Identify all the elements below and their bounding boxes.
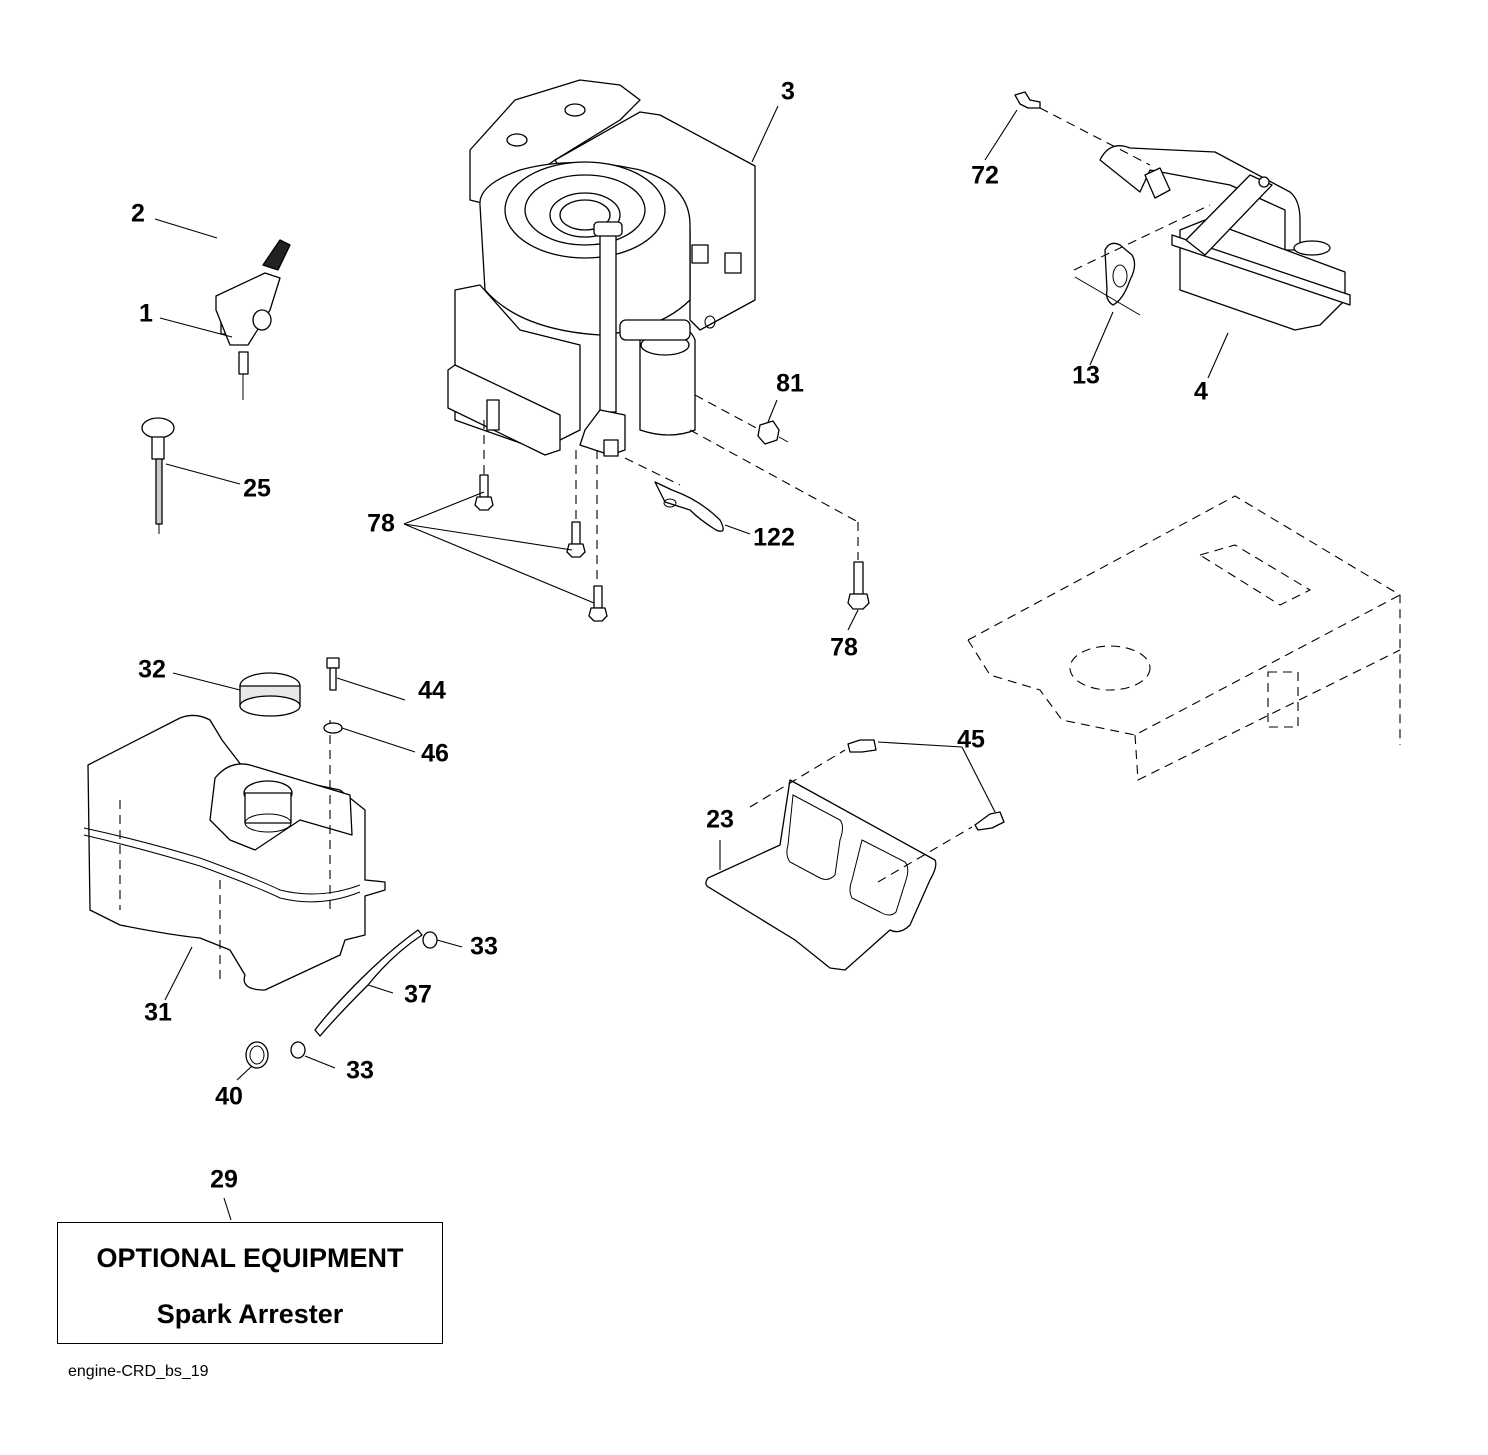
nut-81-part [757,420,780,445]
callout-33-lower: 33 [346,1056,374,1085]
callout-40: 40 [215,1082,243,1111]
callout-122: 122 [753,523,795,552]
clamp-33a-part [422,931,438,949]
gasket-13-part [1104,242,1136,306]
callout-31: 31 [144,998,172,1027]
optional-equipment-title: OPTIONAL EQUIPMENT [96,1243,404,1273]
callout-81: 81 [776,369,804,398]
callout-37: 37 [404,980,432,1009]
screw-44-part [326,657,340,691]
callout-1: 1 [139,299,153,328]
bolt-78-part [474,474,870,622]
callout-33-upper: 33 [470,932,498,961]
leader-lines [154,105,1229,1221]
callout-2: 2 [131,199,145,228]
callout-23: 23 [706,805,734,834]
callout-46: 46 [421,739,449,768]
callout-29: 29 [210,1165,238,1194]
grommet-40-part [245,1041,269,1069]
callout-3: 3 [781,77,795,106]
optional-equipment-subtitle: Spark Arrester [156,1299,344,1329]
optional-equipment-box: OPTIONAL EQUIPMENT Spark Arrester [57,1222,443,1344]
throttle-control-part [215,239,291,400]
callout-72: 72 [971,161,999,190]
frame-outline [967,495,1401,781]
callout-13: 13 [1072,361,1100,390]
clip-122-part [654,481,724,532]
muffler-part [1099,145,1351,331]
bolt-72-part [1014,91,1041,109]
callout-32: 32 [138,655,166,684]
callout-25: 25 [243,474,271,503]
washer-46-part [323,722,343,734]
callout-78-single: 78 [830,633,858,662]
figure-id-label: engine-CRD_bs_19 [68,1363,209,1380]
fuel-line-part [314,929,423,1037]
callout-4: 4 [1194,377,1208,406]
callout-78-group: 78 [367,509,395,538]
fuel-tank-part [83,714,386,991]
callout-45: 45 [957,725,985,754]
clamp-33b-part [290,1041,306,1059]
engine-part [447,79,756,457]
heat-shield-part [705,739,1005,971]
callout-44: 44 [418,676,446,705]
fuel-cap-part [239,672,301,717]
choke-control-part [141,417,175,534]
